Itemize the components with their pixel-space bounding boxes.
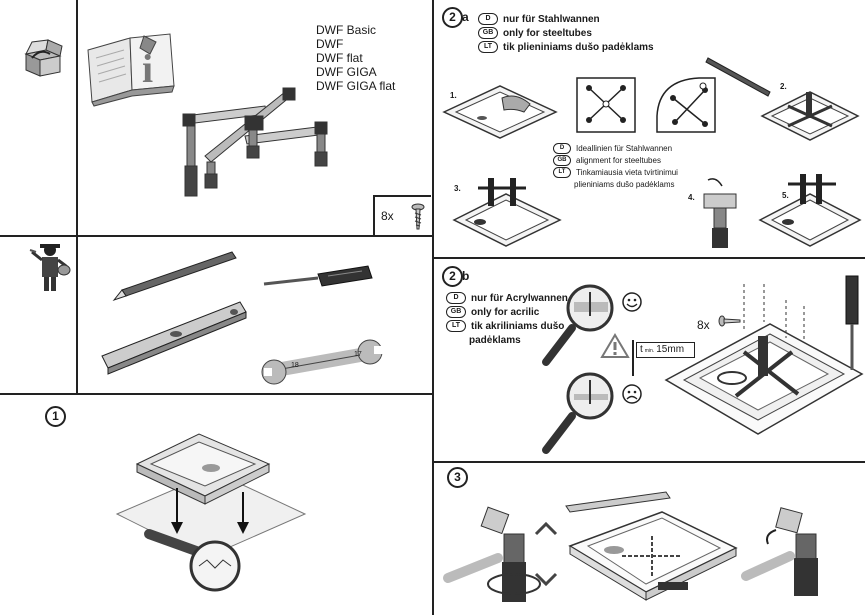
substep-5-illustration xyxy=(758,174,862,247)
divider-right-row1 xyxy=(433,257,865,259)
warning-triangle-icon xyxy=(600,333,630,358)
lang-text: plieniniams dušo padėklams xyxy=(574,179,675,189)
wrench-size-right: 17 xyxy=(354,351,362,358)
substep-2-label: 2. xyxy=(780,82,787,91)
model-name: DWF Basic xyxy=(316,23,376,37)
lang-text: nur für Acrylwannen xyxy=(471,292,568,304)
wrench-icon xyxy=(261,339,384,385)
t-min-sub: min. xyxy=(644,348,655,354)
dwf-frame-illustration xyxy=(182,87,328,197)
lang-code: GB xyxy=(553,154,571,166)
shower-tray-placement-illustration xyxy=(115,433,307,592)
model-name: DWF flat xyxy=(316,51,363,65)
screwdriver-vertical-icon xyxy=(845,275,859,370)
acrylic-screw-icon xyxy=(718,315,741,327)
lang-text: alignment for steeltubes xyxy=(576,155,661,165)
step-3-leveling-right-illustration xyxy=(741,507,818,596)
model-name: DWF GIGA flat xyxy=(316,79,396,93)
lang-text: Ideallinien für Stahlwannen xyxy=(576,143,673,153)
lang-code: GB xyxy=(446,306,466,318)
magnifier-wrong-illustration xyxy=(542,372,642,454)
package-icon xyxy=(24,39,63,77)
divider-left-row1 xyxy=(0,235,433,237)
divider-left-vertical xyxy=(76,0,78,393)
lang-text: tik akriliniams dušo xyxy=(471,320,565,332)
substep-4-illustration xyxy=(703,178,737,248)
lang-code: GB xyxy=(478,27,498,39)
divider-center-vertical xyxy=(432,0,434,615)
lang-code: D xyxy=(478,13,498,25)
step-3-leveling-left-illustration xyxy=(443,506,558,602)
substep-3-label: 3. xyxy=(454,184,461,193)
pencil-icon xyxy=(112,251,237,302)
substep-3-illustration xyxy=(452,178,562,247)
technician-icon xyxy=(29,244,71,291)
lang-code: LT xyxy=(446,320,466,332)
t-min-value: 15mm xyxy=(656,344,685,355)
spirit-level-icon xyxy=(101,301,247,375)
model-name: DWF xyxy=(316,37,344,51)
lang-code: LT xyxy=(553,166,571,178)
screw-count-box: 8x xyxy=(373,195,431,235)
svg-text:i: i xyxy=(142,46,153,91)
step-1-number: 1 xyxy=(45,406,66,427)
lang-text: Tinkamiausia vieta tvirtinimui xyxy=(576,167,678,177)
diagonal-pattern-quadrant xyxy=(656,77,716,133)
divider-left-row2 xyxy=(0,393,433,395)
substep-2-illustration xyxy=(760,91,860,141)
step-2a-number: 2 xyxy=(442,7,463,28)
step-2b-suffix: b xyxy=(462,269,470,283)
lang-text: only for acrilic xyxy=(471,306,540,318)
magnifier-correct-illustration xyxy=(542,284,642,366)
acrylic-screw-count: 8x xyxy=(697,318,710,332)
info-manual-icon: i xyxy=(87,33,175,107)
screwdriver-icon xyxy=(263,265,373,287)
substep-1-label: 1. xyxy=(450,91,457,100)
step-2a-suffix: a xyxy=(462,10,469,24)
substep-5-label: 5. xyxy=(782,191,789,200)
lang-text: only for steeltubes xyxy=(503,27,592,39)
screw-icon xyxy=(411,203,425,230)
substep-1-illustration xyxy=(442,85,558,139)
model-name: DWF GIGA xyxy=(316,65,377,79)
step-3-tray-leveling-illustration xyxy=(565,491,738,601)
lang-text: tik plieniniams dušo padėklams xyxy=(503,41,654,53)
model-list: DWF Basic DWF DWF flat DWF GIGA DWF GIGA… xyxy=(316,23,395,93)
screw-count-label: 8x xyxy=(381,209,394,223)
lang-text: padėklams xyxy=(469,334,521,346)
diagonal-pattern-square xyxy=(576,77,636,133)
step-2b-number: 2 xyxy=(442,266,463,287)
acrylic-tray-illustration xyxy=(664,284,864,435)
min-thickness-bracket xyxy=(632,340,634,376)
step-3-number: 3 xyxy=(447,467,468,488)
lang-code: D xyxy=(446,292,466,304)
divider-right-row2 xyxy=(433,461,865,463)
alignment-language-block: D Ideallinien für Stahlwannen GB alignment… xyxy=(553,142,678,190)
substep-4-label: 4. xyxy=(688,193,695,202)
t-min-label: t xyxy=(640,344,643,355)
lang-text: nur für Stahlwannen xyxy=(503,13,600,25)
lang-code: D xyxy=(553,142,571,154)
lang-code: LT xyxy=(478,41,498,53)
wrench-size-left: 18 xyxy=(291,362,299,369)
pencil-small-icon xyxy=(705,57,771,97)
